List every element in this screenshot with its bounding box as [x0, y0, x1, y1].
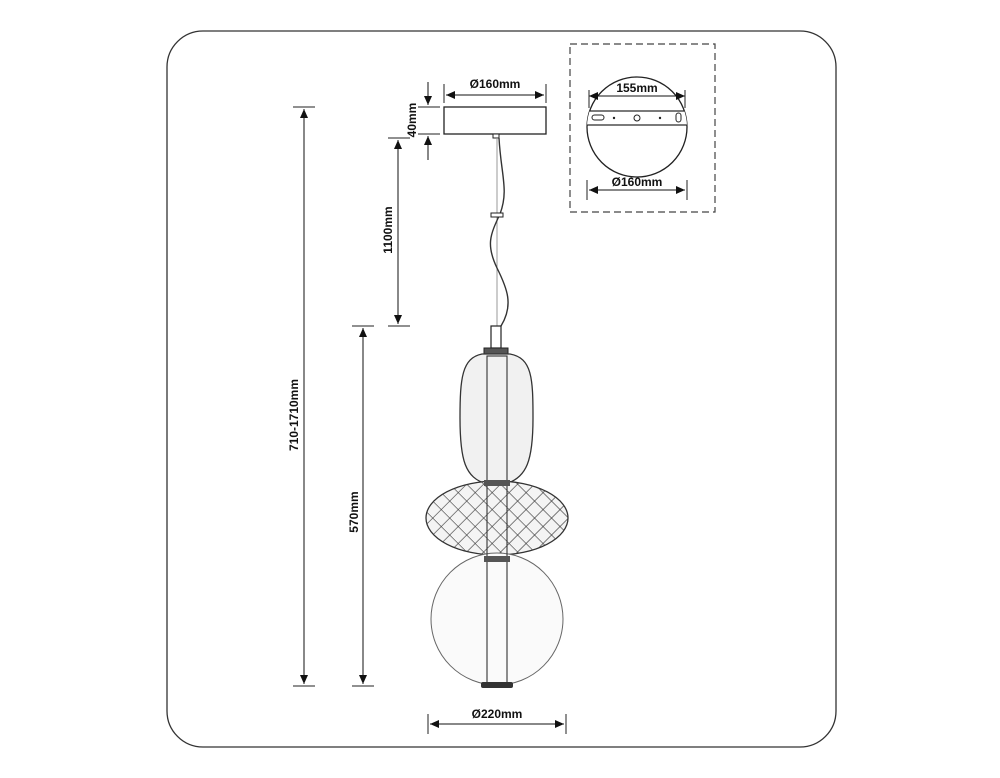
- body-height-dimension: 570mm: [347, 325, 374, 687]
- canopy: [443, 106, 547, 139]
- upper-capsule-shade: [459, 353, 534, 485]
- shade-diameter-label: Ø220mm: [472, 707, 523, 721]
- lower-globe-shade: [430, 552, 564, 686]
- suspension-cables: [489, 137, 509, 327]
- canopy-diameter-dimension: Ø160mm: [443, 77, 547, 103]
- mounting-plate: [586, 76, 688, 178]
- canopy-height-label: 40mm: [405, 103, 419, 138]
- total-height-dimension: 710-1710mm: [287, 106, 315, 687]
- cable-length-dimension: 1100mm: [381, 137, 410, 327]
- plate-diameter-label: Ø160mm: [612, 175, 663, 189]
- body-height-label: 570mm: [347, 491, 361, 532]
- cable-length-label: 1100mm: [381, 206, 395, 253]
- bracket-width-label: 155mm: [616, 81, 657, 95]
- canopy-diameter-label: Ø160mm: [470, 77, 521, 91]
- shade-diameter-dimension: Ø220mm: [427, 707, 567, 734]
- lattice-disc-shade: [425, 480, 569, 556]
- total-height-label: 710-1710mm: [287, 379, 301, 451]
- mounting-plate-detail: 155mm Ø160mm: [569, 43, 716, 213]
- pendant-lamp: [425, 325, 569, 688]
- canopy-height-dimension: 40mm: [405, 82, 440, 160]
